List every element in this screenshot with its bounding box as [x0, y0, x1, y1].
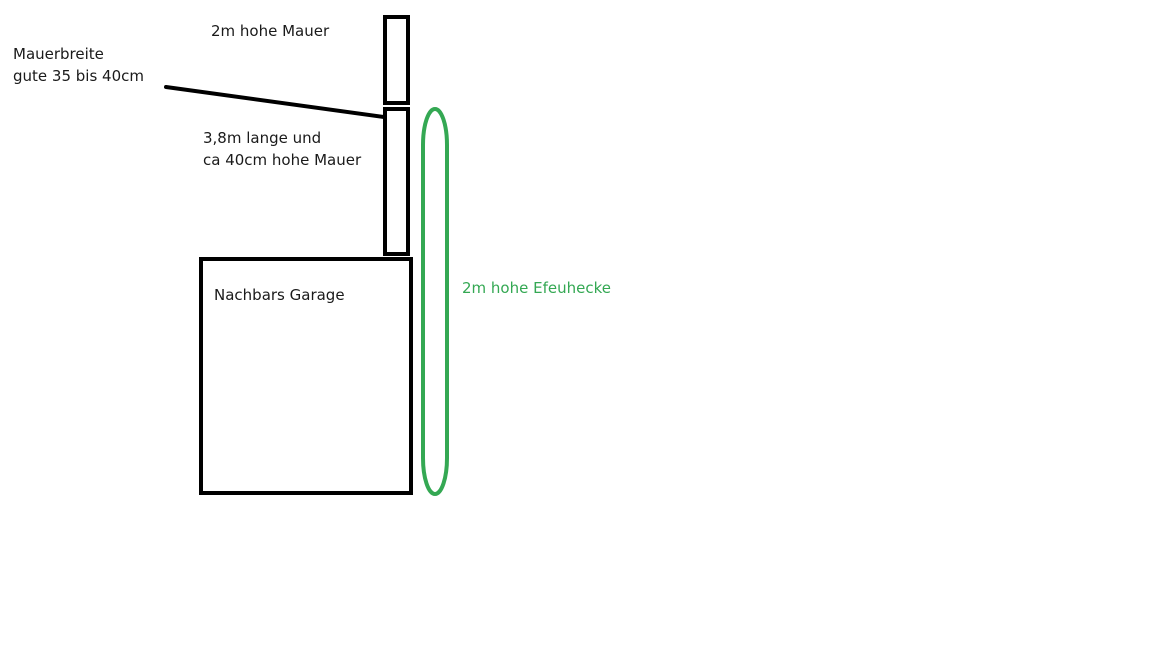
garage-label: Nachbars Garage — [214, 286, 345, 304]
long-wall-label: 3,8m lange und ca 40cm hohe Mauer — [203, 127, 361, 171]
long-wall-label-line1: 3,8m lange und — [203, 129, 322, 147]
ivy-hedge — [421, 107, 449, 496]
hedge-label: 2m hohe Efeuhecke — [462, 279, 611, 297]
wall-40cm-high — [383, 107, 410, 256]
long-wall-label-line2: ca 40cm hohe Mauer — [203, 151, 362, 169]
wall-2m-high — [383, 15, 410, 105]
wall-width-label-line1: Mauerbreite — [13, 45, 104, 63]
wall-width-label-line2: gute 35 bis 40cm — [13, 67, 144, 85]
wall-width-label: Mauerbreite gute 35 bis 40cm — [13, 43, 144, 87]
neighbor-garage — [199, 257, 413, 495]
high-wall-label: 2m hohe Mauer — [211, 22, 330, 40]
wall-width-pointer-line — [164, 85, 386, 119]
